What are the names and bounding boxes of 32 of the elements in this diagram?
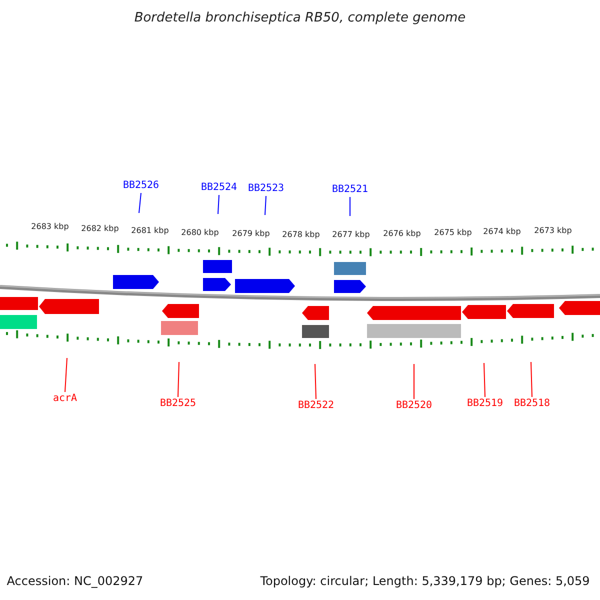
footer-note: Accession: NC_002927 [6, 575, 144, 587]
gene-label: BB2518 [514, 399, 550, 409]
scale-label: 2677 kbp [332, 231, 370, 239]
leader-line [264, 196, 266, 216]
scale-label: 2679 kbp [232, 230, 270, 238]
footer-note: Topology: circular; Length: 5,339,179 bp; Genes: 5,059 [260, 575, 590, 587]
diagram-title: Bordetella bronchiseptica RB50, complete genome [134, 12, 466, 24]
scale-label: 2682 kbp [81, 225, 119, 233]
scale-label: 2681 kbp [131, 227, 169, 235]
scale-label: 2683 kbp [31, 223, 69, 231]
leader-line [138, 192, 142, 214]
gene-label: BB2524 [200, 183, 238, 193]
leader-line [314, 364, 316, 400]
gene-label: BB2522 [298, 401, 334, 411]
gene-label: BB2523 [248, 184, 284, 194]
scale-label: 2674 kbp [483, 228, 521, 236]
scale-label: 2676 kbp [383, 230, 421, 238]
gene-label: acrA [52, 394, 78, 404]
scale-label: 2680 kbp [181, 229, 219, 237]
leader-line [530, 362, 532, 398]
leader-line [218, 194, 220, 214]
gene-label: BB2520 [396, 401, 432, 411]
scale-label: 2675 kbp [434, 229, 472, 237]
scale-label: 2673 kbp [534, 227, 572, 235]
gene-label: BB2526 [122, 181, 160, 191]
gene-label: BB2519 [466, 399, 504, 409]
gene-label: BB2521 [332, 185, 368, 195]
leader-line [64, 358, 68, 392]
leader-line [178, 362, 180, 398]
scale-label: 2678 kbp [282, 231, 320, 239]
leader-line [484, 362, 486, 398]
gene-label: BB2525 [160, 399, 196, 409]
